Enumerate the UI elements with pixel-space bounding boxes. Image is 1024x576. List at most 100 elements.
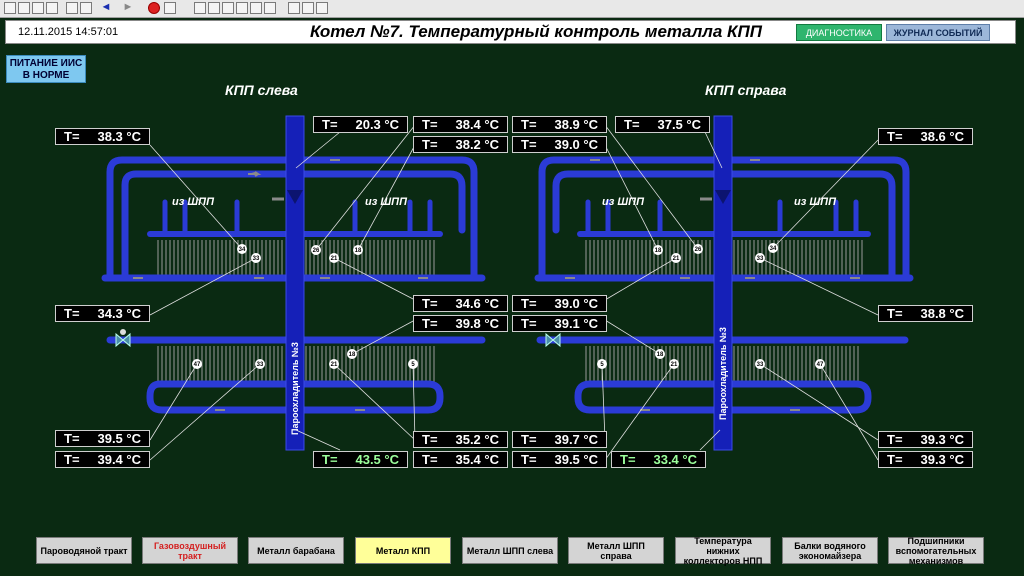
nav-button-steam-water[interactable]: Пароводяной тракт: [36, 537, 132, 564]
save-icon[interactable]: [32, 2, 44, 14]
temp-readout: T=38.9 °C: [512, 116, 607, 133]
doc-icon[interactable]: [164, 2, 176, 14]
sensor-label: 21: [673, 256, 680, 262]
diagnostics-button[interactable]: ДИАГНОСТИКА: [796, 24, 882, 41]
sensor-point: 33: [755, 359, 765, 369]
grid-icon[interactable]: [208, 2, 220, 14]
home-icon[interactable]: [66, 2, 78, 14]
sensor-point: 34: [768, 243, 778, 253]
right-desuperheater-label: Пароохладитель №3: [718, 327, 728, 420]
toolbar: ◄ ►: [0, 0, 1024, 18]
stop-icon[interactable]: [148, 2, 160, 14]
sensor-points: 34 33 26 18 21 47 33 18 21 5 18 26 34 33…: [192, 243, 825, 369]
new-icon[interactable]: [4, 2, 16, 14]
trend-icon[interactable]: [302, 2, 314, 14]
panel-icon[interactable]: [222, 2, 234, 14]
window-icon[interactable]: [194, 2, 206, 14]
temp-value: 39.3 °C: [920, 432, 964, 447]
temp-value: 39.0 °C: [554, 137, 598, 152]
temp-value: 38.6 °C: [920, 129, 964, 144]
sensor-point: 34: [237, 244, 247, 254]
sensor-label: 18: [349, 352, 356, 358]
temp-value: 34.3 °C: [97, 306, 141, 321]
temp-value: 38.2 °C: [455, 137, 499, 152]
sensor-point: 21: [329, 359, 339, 369]
layers-icon[interactable]: [236, 2, 248, 14]
temp-prefix: T=: [521, 296, 537, 311]
open-icon[interactable]: [18, 2, 30, 14]
temp-readout: T=39.7 °C: [512, 431, 607, 448]
sensor-label: 18: [657, 352, 664, 358]
sensor-point: 18: [353, 245, 363, 255]
tile-icon[interactable]: [250, 2, 262, 14]
temp-readout: T=20.3 °C: [313, 116, 408, 133]
sensor-point: 21: [329, 253, 339, 263]
forward-arrow-icon[interactable]: ►: [122, 1, 134, 13]
temp-value: 34.6 °C: [455, 296, 499, 311]
temp-value: 39.0 °C: [554, 296, 598, 311]
temp-readout: T=37.5 °C: [615, 116, 710, 133]
temp-prefix: T=: [64, 431, 80, 446]
temp-prefix: T=: [620, 452, 636, 467]
temp-prefix: T=: [64, 452, 80, 467]
sensor-label: 18: [355, 248, 362, 254]
nav-button-economizer-beams[interactable]: Балки водяного экономайзера: [782, 537, 878, 564]
temp-value: 39.3 °C: [920, 452, 964, 467]
temp-prefix: T=: [422, 432, 438, 447]
temp-value: 35.2 °C: [455, 432, 499, 447]
report-icon[interactable]: [316, 2, 328, 14]
temp-readout: T=39.3 °C: [878, 431, 973, 448]
print-icon[interactable]: [46, 2, 58, 14]
datetime: 12.11.2015 14:57:01: [18, 26, 119, 38]
sensor-label: 33: [757, 256, 764, 262]
nav-button-shpp-left[interactable]: Металл ШПП слева: [462, 537, 558, 564]
temp-prefix: T=: [624, 117, 640, 132]
nav-button-shpp-right[interactable]: Металл ШПП справа: [568, 537, 664, 564]
sensor-point: 5: [408, 359, 418, 369]
back-arrow-icon[interactable]: ◄: [100, 1, 112, 13]
chart-icon[interactable]: [288, 2, 300, 14]
temp-prefix: T=: [422, 117, 438, 132]
from-shpp-label: из ШПП: [602, 196, 645, 208]
sensor-label: 33: [253, 256, 260, 262]
temp-readout: T=39.5 °C: [55, 430, 150, 447]
sensor-point: 18: [655, 349, 665, 359]
temp-readout: T=43.5 °C: [313, 451, 408, 468]
from-shpp-label: из ШПП: [794, 196, 837, 208]
sensor-point: 33: [255, 359, 265, 369]
temp-readout: T=39.4 °C: [55, 451, 150, 468]
nav-button-bearings[interactable]: Подшипники вспомогательных механизмов: [888, 536, 984, 566]
temp-prefix: T=: [322, 117, 338, 132]
nav-button-gas-air[interactable]: Газовоздушный тракт: [142, 537, 238, 564]
nav-button-kpp-metal[interactable]: Металл КПП: [355, 537, 451, 564]
temp-prefix: T=: [887, 452, 903, 467]
sensor-label: 21: [331, 362, 338, 368]
frame-icon[interactable]: [264, 2, 276, 14]
sensor-label: 33: [757, 362, 764, 368]
event-journal-button[interactable]: ЖУРНАЛ СОБЫТИЙ: [886, 24, 990, 41]
temp-readout: T=33.4 °C: [611, 451, 706, 468]
temp-value: 38.8 °C: [920, 306, 964, 321]
temp-readout: T=39.8 °C: [413, 315, 508, 332]
nav-button-npp-collectors[interactable]: Температура нижних коллекторов НПП: [675, 536, 771, 566]
temp-prefix: T=: [422, 296, 438, 311]
temp-prefix: T=: [521, 452, 537, 467]
edit-icon[interactable]: [80, 2, 92, 14]
sensor-point: 47: [192, 359, 202, 369]
nav-button-drum-metal[interactable]: Металл барабана: [248, 537, 344, 564]
power-status-line1: ПИТАНИЕ ИИС: [9, 58, 83, 69]
left-valve: [115, 329, 131, 348]
sensor-label: 5: [600, 362, 604, 368]
right-section-title: КПП справа: [705, 82, 787, 98]
temp-readout: T=38.6 °C: [878, 128, 973, 145]
temp-prefix: T=: [322, 452, 338, 467]
sensor-point: 33: [251, 253, 261, 263]
sensor-point: 21: [671, 253, 681, 263]
temp-readout: T=38.4 °C: [413, 116, 508, 133]
flow-arrows: [133, 159, 860, 411]
temp-prefix: T=: [422, 137, 438, 152]
temp-readout: T= 34.6 °C: [413, 295, 508, 312]
sensor-label: 18: [655, 248, 662, 254]
sensor-point: 18: [347, 349, 357, 359]
